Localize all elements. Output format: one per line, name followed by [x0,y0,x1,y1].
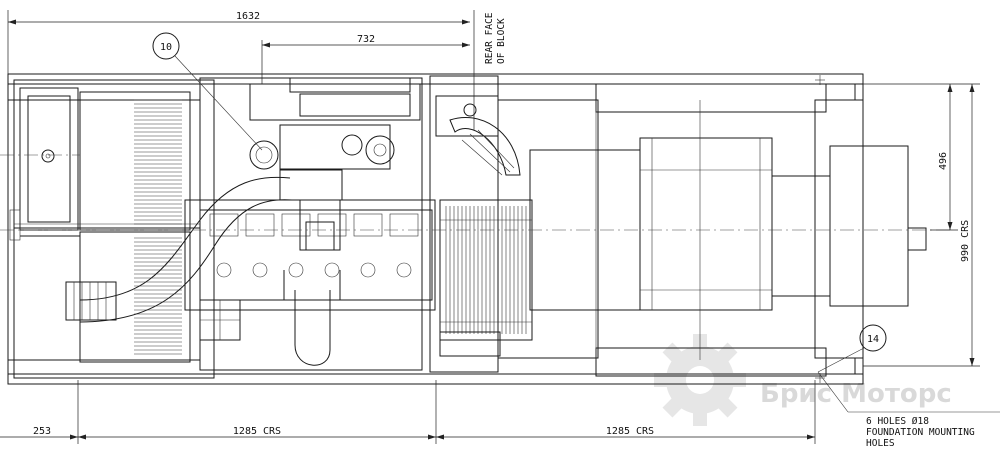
radiator-fins-bottom [134,237,182,355]
alternator [497,83,927,377]
gear-logo-icon [654,334,746,426]
dim-mount-width: 990 CRS [960,220,971,262]
holes-note-2: FOUNDATION MOUNTING [866,427,975,438]
watermark: Брис Моторс [654,334,952,426]
dimension-lines [0,10,980,444]
dim-overall-length: 1632 [236,11,260,22]
dim-block-to-flywheel: 732 [357,34,375,45]
callout-14-label: 14 [867,334,879,345]
callout-14: 14 [817,324,1000,413]
radiator-fins-top [134,99,182,225]
engine-block [79,77,436,371]
dim-front-offset: 253 [33,426,51,437]
base-frame [7,73,864,385]
radiator-section [9,79,215,379]
dim-mount-span-2: 1285 CRS [606,426,654,437]
cylinder-row [209,213,419,278]
callout-10: 10 [152,32,263,151]
flywheel-housing [429,75,533,373]
holes-note-1: 6 HOLES Ø18 [866,416,929,427]
callout-10-label: 10 [160,42,172,53]
holes-note-3: HOLES [866,438,895,449]
rear-face-label-2: OF BLOCK [496,18,507,64]
dim-mount-span-1: 1285 CRS [233,426,281,437]
air-filter-grille [440,206,532,334]
dim-half-width: 496 [938,152,949,170]
rear-face-label-1: REAR FACE [484,12,495,64]
